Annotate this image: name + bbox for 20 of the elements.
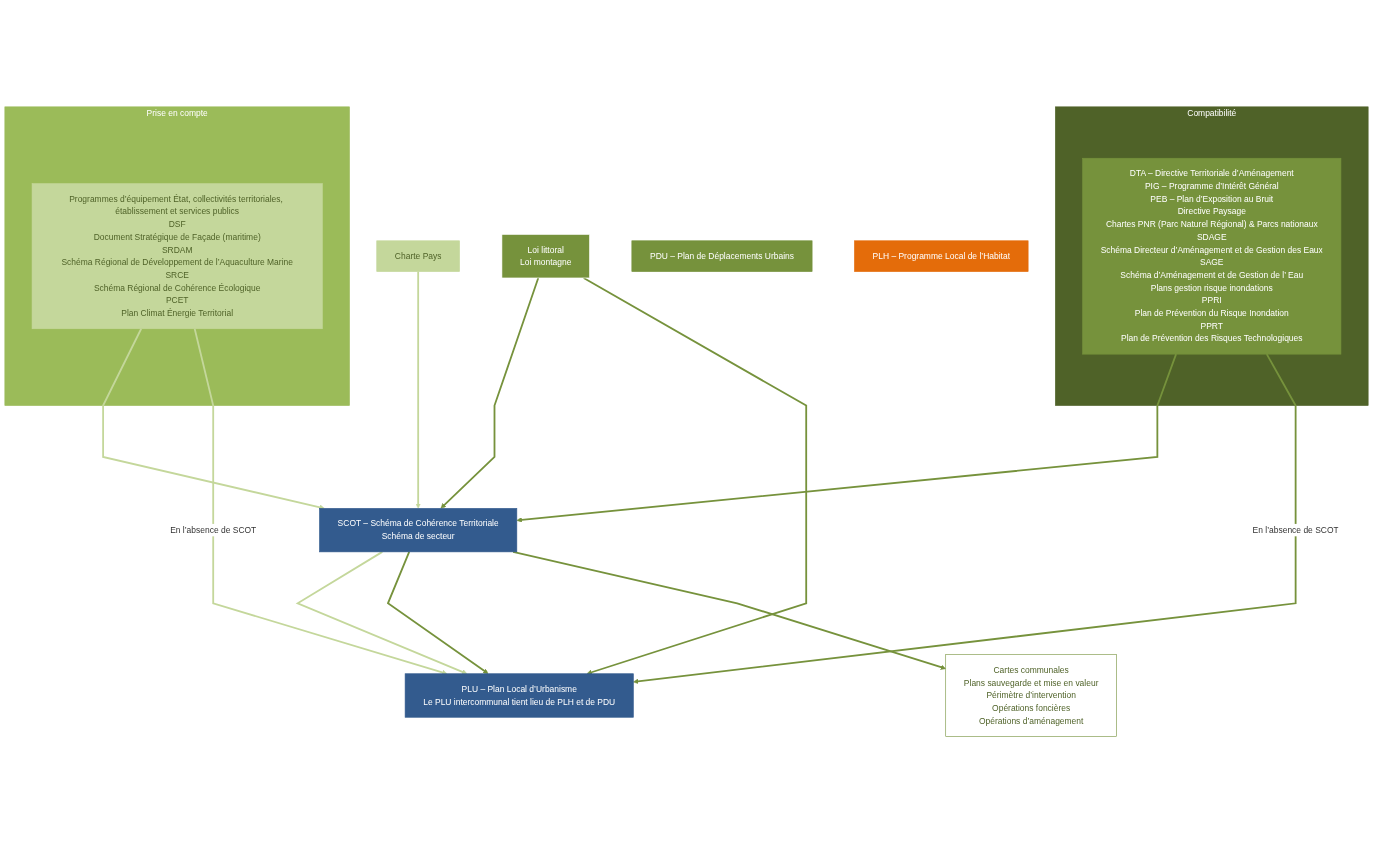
node-box: DTA – Directive Territoriale d’Aménagement PIG – Programme d’Intérêt Général PEB – Plan d’Exposition au Bruit Directive Paysage Chartes PNR (Parc Naturel Régional) & Parcs nationaux SDAGE Schéma Directeur d’Aménagement et de Gestion des Eaux SAGE Schéma d’Aménagement et de Gestion de l’ Eau Plans gestion risque inondations PPRI Plan de Prévention du Risque Inondation PPRT Plan de Prévention des Risques Technologiques xyxy=(1082,158,1342,355)
edge-label: En l’absence de SCOT xyxy=(1252,525,1339,536)
node-box: PDU – Plan de Déplacements Urbains xyxy=(631,240,813,273)
node-box: Programmes d’équipement État, collectivités territoriales, établissement et services publics DSF Document Stratégique de Façade (maritime) SRDAM Schéma Régional de Développement de l’Aquaculture Marine SRCE Schéma Régional de Cohérence Écologique PCET Plan Climat Énergie Territorial xyxy=(31,183,323,330)
node-box: Charte Pays xyxy=(376,240,460,273)
arrow xyxy=(440,277,540,509)
arrow xyxy=(415,271,421,509)
arrow xyxy=(633,353,1297,685)
arrow xyxy=(582,277,808,676)
arrow xyxy=(102,328,325,511)
node-box: PLH – Programme Local de l’Habitat xyxy=(854,240,1029,273)
edge-label: En l’absence de SCOT xyxy=(170,525,257,536)
node-box: Loi littoral Loi montagne xyxy=(501,234,590,279)
arrow xyxy=(193,328,448,676)
arrow xyxy=(516,353,1177,523)
node-box: SCOT – Schéma de Cohérence Territoriale Schéma de secteur xyxy=(319,508,518,553)
node-box: PLU – Plan Local d’Urbanisme Le PLU intercommunal tient lieu de PLH et de PDU xyxy=(404,673,634,718)
arrow xyxy=(295,551,468,675)
arrow xyxy=(386,551,489,675)
node-box: Cartes communales Plans sauvegarde et mise en valeur Périmètre d’intervention Opérations foncières Opérations d’aménagement xyxy=(945,654,1117,738)
